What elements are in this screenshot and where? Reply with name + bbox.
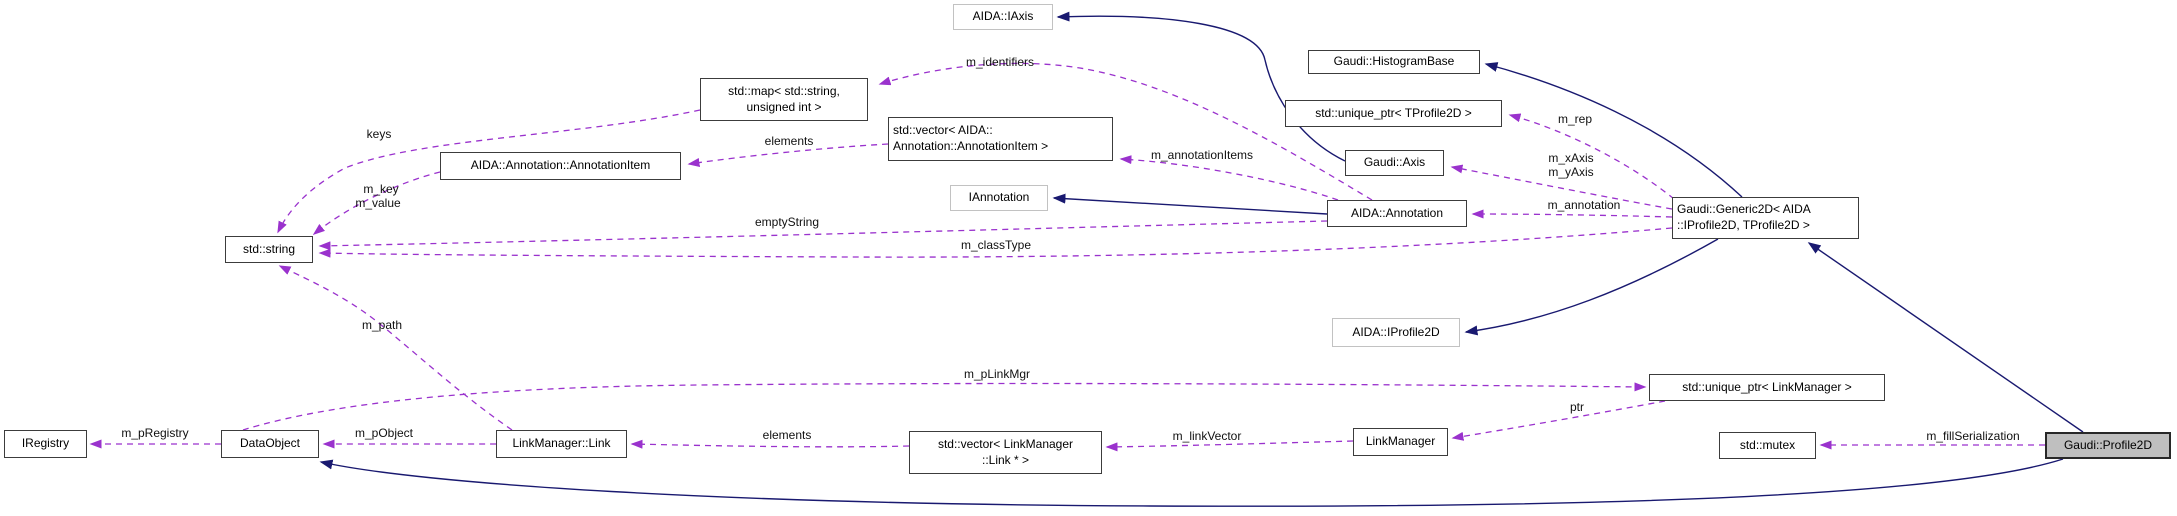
edge-annotation-to-iannotation bbox=[1052, 193, 1328, 215]
edge-label-m-fill-serialization: m_fillSerialization bbox=[1926, 429, 2020, 444]
edge-label-m-rep: m_rep bbox=[1557, 112, 1593, 127]
edge-label-m-identifiers: m_identifiers bbox=[965, 55, 1035, 70]
edge-m-x-y-axis bbox=[1450, 164, 1673, 210]
edge-label-elements-bottom: elements bbox=[762, 428, 812, 443]
edge-label-keys: keys bbox=[366, 127, 392, 142]
node-linkmanager-link[interactable]: LinkManager::Link bbox=[496, 430, 627, 458]
node-vector-annotationitem[interactable]: std::vector< AIDA:: Annotation::Annotati… bbox=[888, 117, 1113, 161]
node-label: std::string bbox=[242, 241, 296, 256]
node-label: Gaudi::Axis bbox=[1363, 155, 1426, 170]
edge-axis-to-iaxis bbox=[1056, 11, 1346, 162]
node-label: std::map< std::string, bbox=[728, 83, 840, 98]
node-label: std::unique_ptr< TProfile2D > bbox=[1315, 105, 1472, 120]
node-annotationitem[interactable]: AIDA::Annotation::AnnotationItem bbox=[440, 152, 681, 180]
node-label: std::vector< AIDA:: bbox=[893, 123, 993, 138]
edge-empty-string bbox=[318, 220, 1328, 251]
edge-m-key-value bbox=[312, 171, 441, 235]
node-label: AIDA::Annotation::AnnotationItem bbox=[470, 158, 651, 173]
edge-label-m-y-axis: m_yAxis bbox=[1548, 165, 1594, 180]
node-label: std::unique_ptr< LinkManager > bbox=[1682, 379, 1852, 394]
node-iannotation[interactable]: IAnnotation bbox=[950, 185, 1048, 211]
edge-label-ptr: ptr bbox=[1569, 400, 1585, 415]
node-gaudi-histogrambase[interactable]: Gaudi::HistogramBase bbox=[1308, 50, 1480, 74]
edge-keys bbox=[277, 109, 701, 234]
edge-label-m-x-axis: m_xAxis bbox=[1548, 151, 1594, 166]
node-std-map[interactable]: std::map< std::string, unsigned int > bbox=[700, 78, 868, 121]
node-label: LinkManager bbox=[1365, 434, 1436, 449]
node-gaudi-axis[interactable]: Gaudi::Axis bbox=[1345, 150, 1444, 176]
edge-label-empty-string: emptyString bbox=[754, 215, 820, 230]
node-label: unsigned int > bbox=[746, 99, 822, 114]
node-aida-iprofile2d[interactable]: AIDA::IProfile2D bbox=[1332, 318, 1460, 347]
node-label: IRegistry bbox=[21, 436, 70, 451]
edge-label-m-p-link-mgr: m_pLinkMgr bbox=[963, 367, 1031, 382]
node-std-string[interactable]: std::string bbox=[225, 236, 313, 263]
edge-label-m-key: m_key bbox=[363, 182, 399, 197]
node-label: AIDA::Annotation bbox=[1350, 205, 1444, 220]
edge-label-m-path: m_path bbox=[361, 318, 403, 333]
node-label: Gaudi::Profile2D bbox=[2063, 437, 2153, 452]
edge-m-class-type bbox=[318, 227, 1673, 258]
edge-label-m-p-object: m_pObject bbox=[354, 426, 414, 441]
node-iregistry[interactable]: IRegistry bbox=[4, 430, 87, 458]
node-linkmanager[interactable]: LinkManager bbox=[1353, 428, 1448, 456]
edge-m-rep bbox=[1508, 113, 1675, 200]
edge-m-annotation bbox=[1471, 209, 1673, 219]
node-label: Gaudi::HistogramBase bbox=[1333, 54, 1455, 69]
node-aida-annotation[interactable]: AIDA::Annotation bbox=[1327, 200, 1467, 227]
edge-ptr bbox=[1451, 400, 1666, 441]
node-unique-ptr-tprofile2d[interactable]: std::unique_ptr< TProfile2D > bbox=[1285, 100, 1502, 127]
edge-label-elements-top: elements bbox=[764, 134, 814, 149]
node-label: Gaudi::Generic2D< AIDA bbox=[1677, 202, 1811, 217]
node-label: AIDA::IAxis bbox=[972, 9, 1034, 24]
node-label: LinkManager::Link bbox=[512, 436, 611, 451]
node-label: ::IProfile2D, TProfile2D > bbox=[1677, 218, 1810, 232]
edge-label-m-p-registry: m_pRegistry bbox=[121, 426, 189, 441]
node-gaudi-profile2d[interactable]: Gaudi::Profile2D bbox=[2045, 432, 2171, 459]
edge-profile2d-to-dataobject bbox=[319, 458, 2064, 507]
edge-m-p-link-mgr bbox=[242, 382, 1647, 431]
edge-label-m-link-vector: m_linkVector bbox=[1172, 429, 1242, 444]
node-unique-ptr-linkmanager[interactable]: std::unique_ptr< LinkManager > bbox=[1649, 374, 1885, 401]
node-label: DataObject bbox=[239, 436, 301, 451]
node-label: std::mutex bbox=[1739, 437, 1796, 452]
edge-m-link-vector bbox=[1105, 440, 1354, 452]
node-vector-link[interactable]: std::vector< LinkManager ::Link * > bbox=[909, 431, 1102, 474]
edge-profile2d-to-generic2d bbox=[1807, 242, 2084, 433]
edge-elements-bottom bbox=[630, 439, 910, 449]
edge-m-annotation-items bbox=[1119, 155, 1339, 201]
edge-m-path bbox=[278, 265, 513, 431]
node-label: Annotation::AnnotationItem > bbox=[893, 139, 1049, 153]
node-dataobject[interactable]: DataObject bbox=[221, 430, 319, 458]
node-std-mutex[interactable]: std::mutex bbox=[1719, 432, 1816, 459]
node-label: AIDA::IProfile2D bbox=[1352, 324, 1440, 339]
node-label: ::Link * > bbox=[981, 452, 1030, 467]
edge-elements-top bbox=[687, 143, 889, 167]
node-gaudi-generic2d[interactable]: Gaudi::Generic2D< AIDA ::IProfile2D, TPr… bbox=[1672, 197, 1859, 239]
edge-label-m-annotation-items: m_annotationItems bbox=[1150, 148, 1254, 163]
edge-label-m-value: m_value bbox=[355, 196, 401, 211]
edge-generic2d-to-iprofile2d bbox=[1464, 238, 1719, 336]
edge-label-m-class-type: m_classType bbox=[960, 238, 1032, 253]
edge-label-m-annotation: m_annotation bbox=[1547, 198, 1621, 213]
edge-m-identifiers bbox=[878, 62, 1373, 201]
edge-generic2d-to-histbase bbox=[1484, 62, 1743, 198]
node-aida-iaxis[interactable]: AIDA::IAxis bbox=[953, 4, 1053, 30]
node-label: IAnnotation bbox=[968, 190, 1030, 205]
node-label: std::vector< LinkManager bbox=[937, 436, 1074, 451]
